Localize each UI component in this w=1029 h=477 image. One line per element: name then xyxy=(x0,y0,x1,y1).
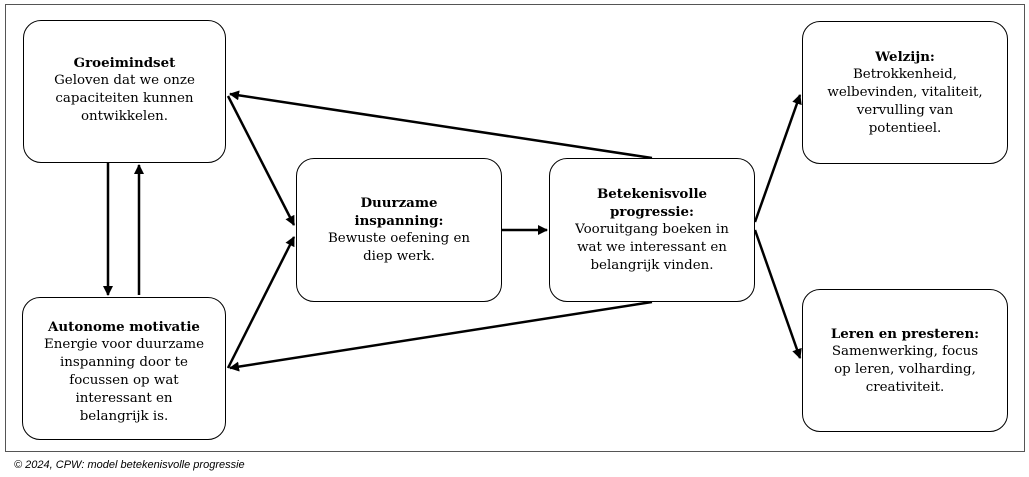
arrow-groei-to-duur xyxy=(226,95,296,226)
node-title: Betekenisvolle progressie: xyxy=(596,186,708,220)
node-title: Groeimindset xyxy=(73,55,176,71)
node-body: Vooruitgang boeken in wat we interessant… xyxy=(575,222,729,273)
diagram-frame xyxy=(5,4,1025,452)
node-title: Duurzame inspanning: xyxy=(354,195,444,229)
node-body: Bewuste oefening en diep werk. xyxy=(327,231,471,264)
node-leren-en-presteren: Leren en presteren: Samenwerking, focus … xyxy=(802,289,1008,432)
arrow-betek-to-welzijn xyxy=(753,94,802,223)
figure-caption: © 2024, CPW: model betekenisvolle progre… xyxy=(14,459,245,471)
node-betekenisvolle-progressie: Betekenisvolle progressie: Vooruitgang b… xyxy=(549,158,755,302)
node-body: Energie voor duurzame inspanning door te… xyxy=(44,336,204,424)
node-welzijn: Welzijn: Betrokkenheid, welbevinden, vit… xyxy=(802,21,1008,164)
arrow-auto-to-duur xyxy=(226,236,296,369)
node-groeimindset: Groeimindset Geloven dat we onze capacit… xyxy=(23,20,226,163)
node-autonome-motivatie: Autonome motivatie Energie voor duurzame… xyxy=(22,297,226,440)
node-body: Samenwerking, focus op leren, volharding… xyxy=(831,343,979,395)
node-body: Geloven dat we onze capaciteiten kunnen … xyxy=(54,73,195,124)
node-title: Autonome motivatie xyxy=(48,318,200,335)
arrow-betek-to-leren xyxy=(753,229,802,359)
node-body: Betrokkenheid, welbevinden, vitaliteit, … xyxy=(827,66,983,136)
arrow-betek-to-groei xyxy=(229,90,653,160)
node-duurzame-inspanning: Duurzame inspanning: Bewuste oefening en… xyxy=(296,158,502,302)
node-title: Welzijn: xyxy=(875,48,935,65)
node-title: Leren en presteren: xyxy=(830,325,980,342)
arrow-betek-to-auto xyxy=(229,300,653,372)
